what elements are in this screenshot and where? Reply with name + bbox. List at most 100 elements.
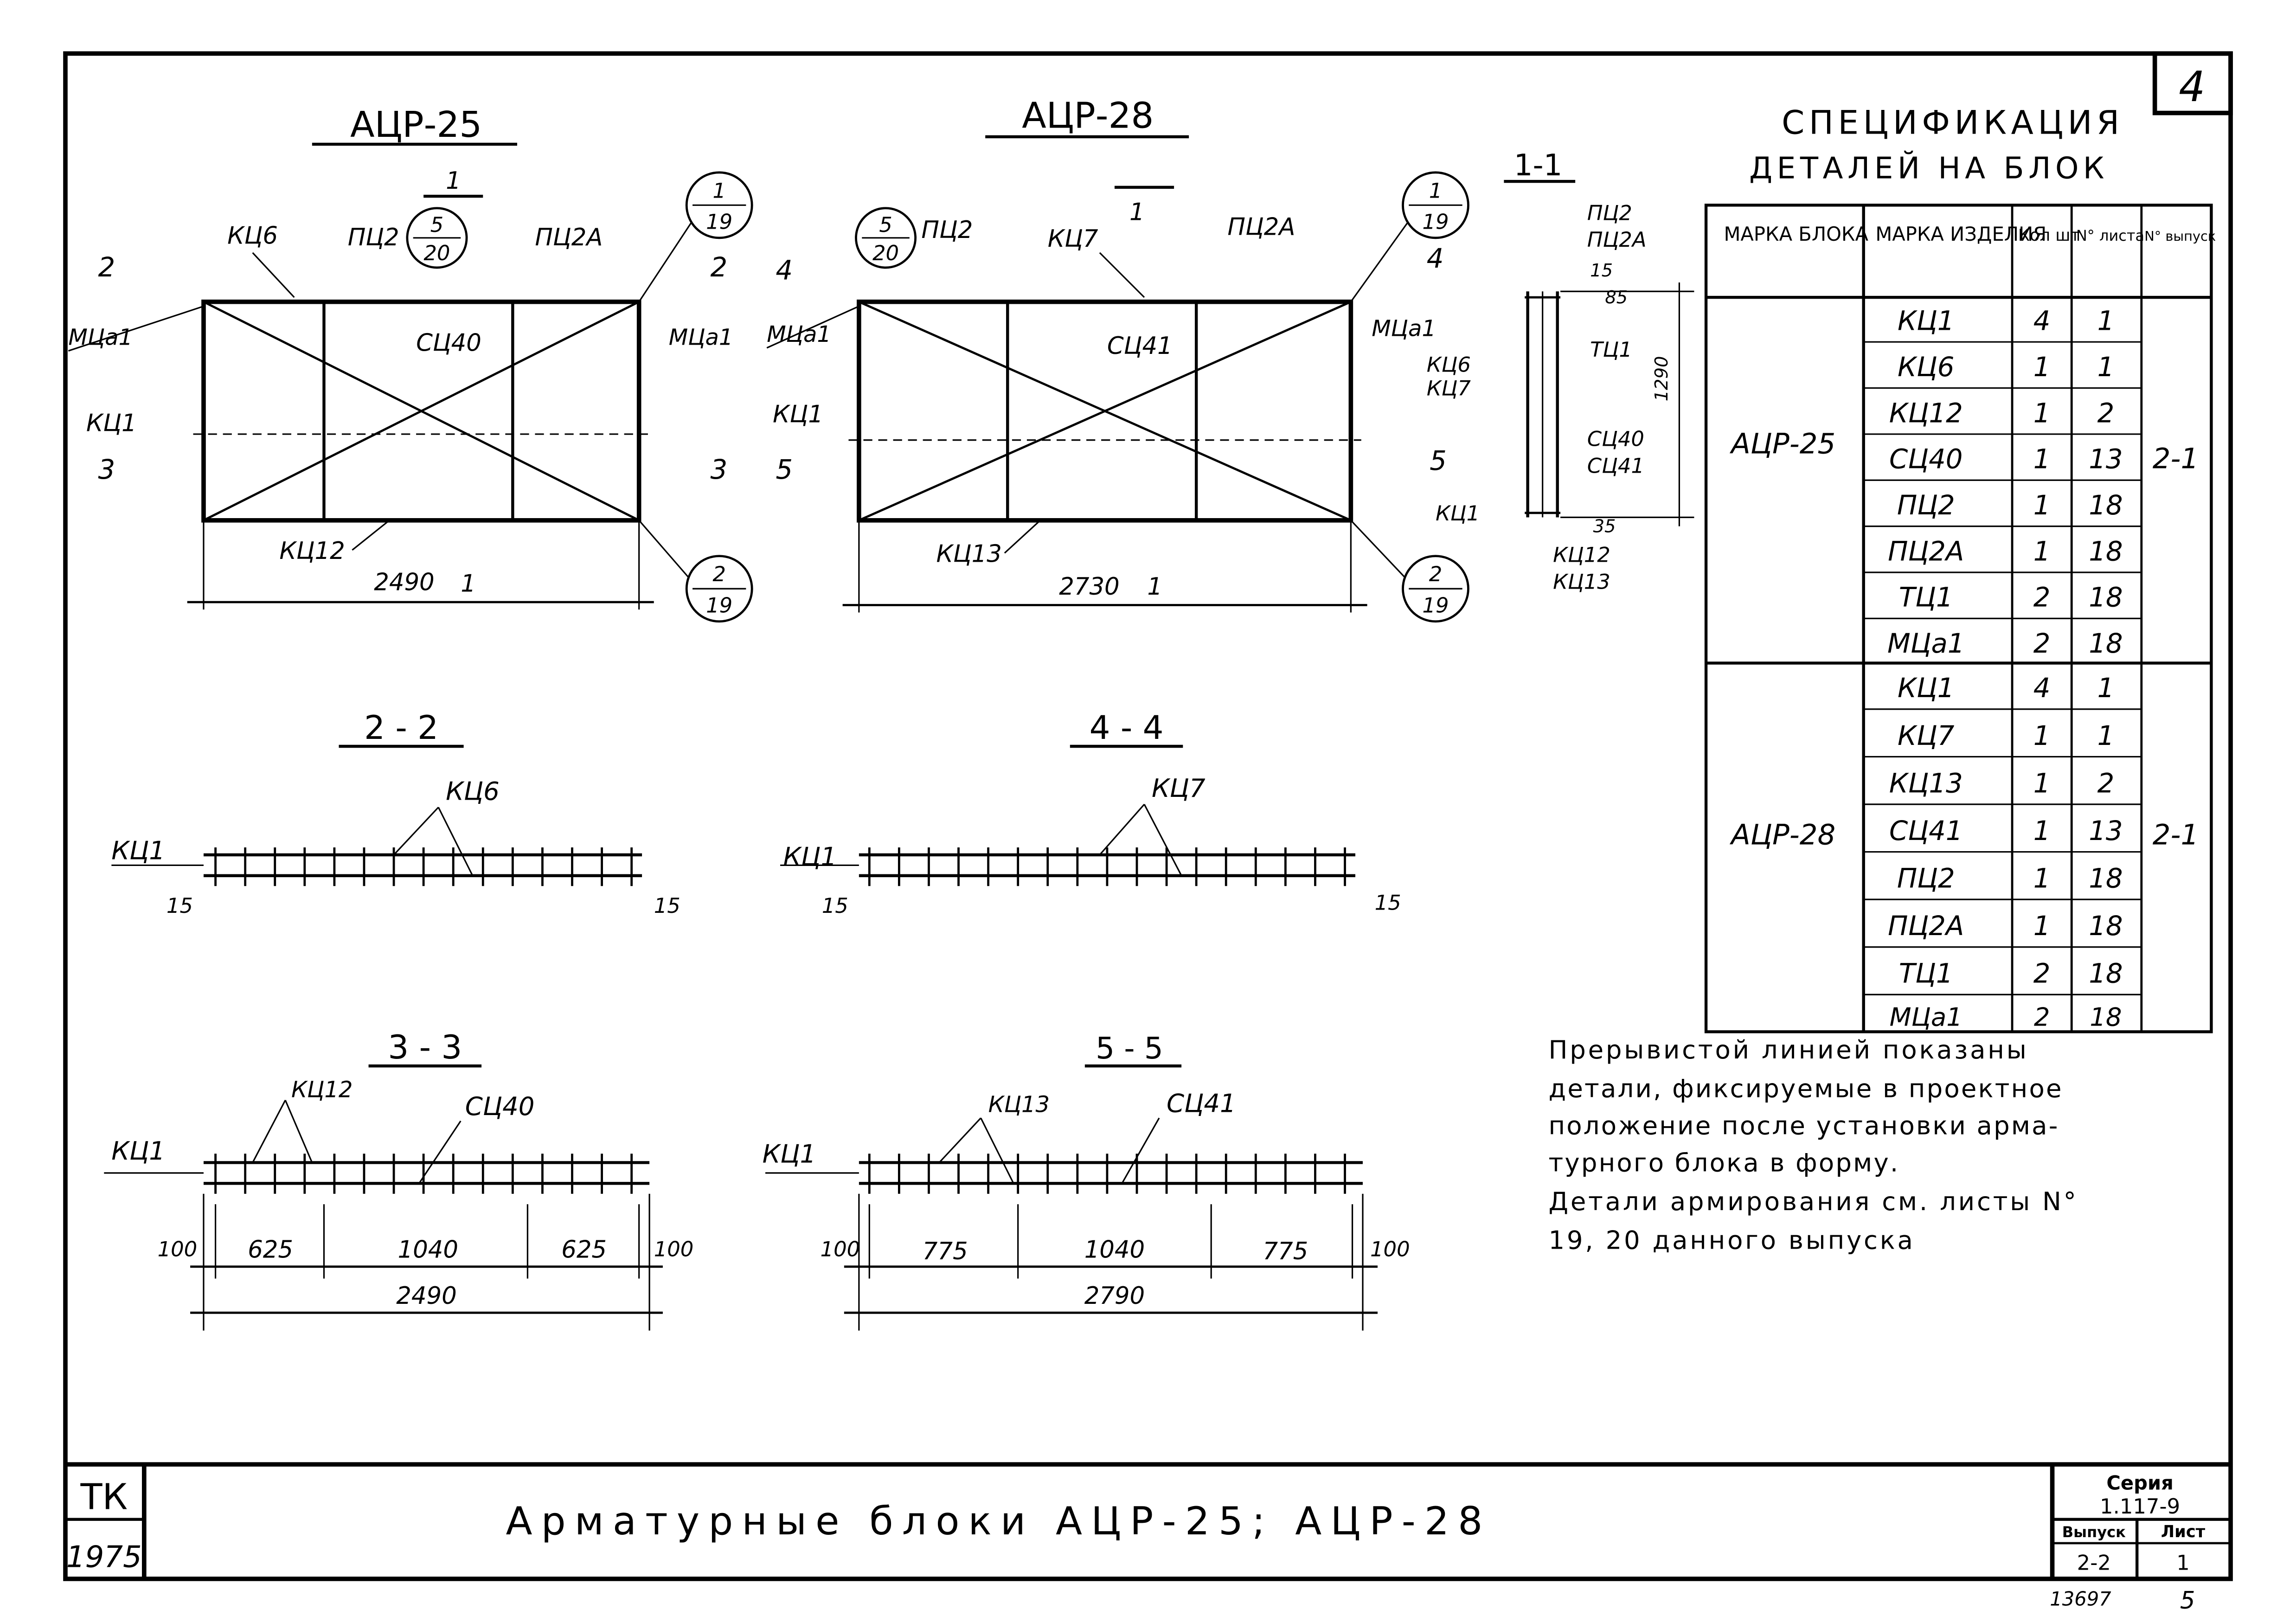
acr28-lbl-sc41: СЦ41: [1107, 332, 1173, 360]
spec-block-acr25: АЦР-25: [1729, 428, 1835, 461]
acr25-sec3-left: 3: [98, 454, 115, 485]
acr25-callout-br-den: 19: [706, 593, 732, 618]
acr28-callout-br-den: 19: [1422, 593, 1449, 618]
spec-rows-acr25: КЦ1 4 1 КЦ6 1 1 КЦ12 1 2 СЦ40 1 13 ПЦ2 1…: [1887, 305, 2123, 660]
spec-qty: 4: [2033, 305, 2051, 337]
acr25-callout-top: [406, 207, 468, 269]
acr28-dim-2730: 2730: [1059, 573, 1119, 601]
acr25-lbl-mca1-left: МЦа1: [68, 325, 133, 351]
sec55-dim-775-left: 775: [923, 1238, 968, 1265]
sec11-lbl-tc1: ТЦ1: [1590, 337, 1632, 362]
acr25-dim-2490: 2490: [374, 568, 434, 596]
sec22-lbl-kc6: КЦ6: [446, 776, 500, 806]
sec11-lbl-kc13: КЦ13: [1553, 569, 1610, 594]
spec-item: МЦа1: [1890, 1002, 1963, 1032]
sec11-lbl-pc2: ПЦ2: [1587, 200, 1632, 225]
spec-title-line2: ДЕТАЛЕЙ НА БЛОК: [1749, 151, 2109, 186]
acr28-callout-right: [1402, 171, 1469, 239]
tb-title: Арматурные блоки АЦР-25; АЦР-28: [506, 1499, 1492, 1544]
acr28-cut-top: 1: [1129, 198, 1145, 226]
spec-title-line1: СПЕЦИФИКАЦИЯ: [1782, 103, 2124, 141]
spec-item: ТЦ1: [1899, 582, 1953, 613]
sec33-dim-1040: 1040: [398, 1236, 458, 1264]
sec11-lbl-sc40: СЦ40: [1587, 427, 1644, 451]
sec33-dim-625-left: 625: [248, 1236, 293, 1264]
acr25-frame: [201, 299, 641, 523]
acr25-callout-br-num: 2: [712, 562, 726, 586]
sheet-number-box: [2152, 51, 2233, 115]
sec33-title: 3 - 3: [388, 1028, 462, 1066]
acr28-lbl-pc2: ПЦ2: [921, 216, 973, 244]
acr28-elevation: АЦР-28 2730 КЦ7 ПЦ2 ПЦ2А 5 20 1 19 2 19 …: [766, 96, 1469, 623]
acr25-callout-right: [685, 171, 753, 239]
spec-item: КЦ1: [1898, 672, 1954, 704]
acr25-cut-bottom: 1: [461, 570, 476, 598]
acr25-lbl-kc1: КЦ1: [86, 409, 137, 437]
acr25-lbl-kc12: КЦ12: [279, 537, 345, 565]
spec-header-sheet: N° листа: [2076, 227, 2144, 244]
spec-sheet: 2: [2097, 767, 2115, 799]
sec11-dim-35: 35: [1593, 516, 1616, 537]
acr28-lbl-pc2a: ПЦ2А: [1227, 213, 1295, 241]
acr28-frame: [857, 299, 1353, 523]
sec44-title: 4 - 4: [1090, 709, 1164, 747]
spec-sheet: 2: [2097, 397, 2115, 429]
acr25-lbl-kc6: КЦ6: [227, 222, 278, 250]
sec11-dim-15: 15: [1590, 260, 1613, 281]
spec-item: КЦ13: [1889, 767, 1963, 799]
spec-sheet: 18: [2090, 1002, 2122, 1032]
sec11-lbl-kc1: КЦ1: [1436, 501, 1480, 526]
sec11-lbl-kc6: КЦ6: [1427, 352, 1471, 377]
tb-sheet-label: Лист: [2161, 1522, 2206, 1541]
acr28-callout-br-num: 2: [1429, 562, 1443, 586]
spec-item: ПЦ2А: [1888, 910, 1964, 942]
sec55-lbl-sc41: СЦ41: [1167, 1088, 1236, 1118]
spec-header-qty: Кол шт: [2018, 226, 2080, 245]
notes: Прерывистой линией показаны детали, фикс…: [1548, 1035, 2076, 1255]
sec33-lbl-kc12: КЦ12: [291, 1077, 353, 1103]
acr28-callout-top-num: 5: [879, 212, 892, 237]
spec-item: СЦ40: [1889, 443, 1963, 475]
spec-qty: 1: [2033, 767, 2051, 799]
sec22-dim-15-left: 15: [167, 893, 193, 918]
tb-year: 1975: [66, 1540, 142, 1574]
spec-item: ТЦ1: [1899, 958, 1953, 989]
spec-item: КЦ6: [1898, 351, 1954, 383]
spec-sheet: 18: [2089, 910, 2123, 942]
spec-sheet: 18: [2089, 582, 2123, 613]
acr25-elevation: АЦР-25 2490 КЦ6 ПЦ2 ПЦ2А 5 20 1 19 2 19 …: [68, 104, 753, 623]
acr28-sec4-left: 4: [776, 255, 793, 286]
spec-item: СЦ41: [1889, 815, 1963, 846]
spec-sheet: 1: [2097, 672, 2115, 704]
acr28-sec5-right: 5: [1430, 445, 1447, 476]
acr25-sec2-right: 2: [710, 251, 727, 283]
sheet-frame: [63, 51, 2233, 1581]
sec22-title: 2 - 2: [364, 709, 438, 747]
spec-sheet: 13: [2089, 815, 2123, 846]
tb-issue-label: Выпуск: [2062, 1523, 2126, 1541]
acr25-callout-top-den: 20: [423, 241, 450, 265]
spec-sheet: 18: [2089, 489, 2123, 521]
spec-issue-acr28: 2-1: [2153, 819, 2199, 852]
spec-item: ПЦ2А: [1888, 535, 1964, 567]
spec-header-block: МАРКА БЛОКА: [1724, 223, 1869, 245]
note-line6: 19, 20 данного выпуска: [1548, 1225, 1915, 1255]
note-line2: детали, фиксируемые в проектное: [1548, 1073, 2063, 1103]
sec55-dim-100-left: 100: [821, 1237, 860, 1261]
spec-sheet: 18: [2089, 628, 2123, 659]
acr25-callout-top-num: 5: [430, 212, 444, 237]
title-block: ТК 1975 Арматурные блоки АЦР-25; АЦР-28 …: [65, 1462, 2231, 1579]
spec-qty: 2: [2034, 1002, 2050, 1032]
sec11-dim-1290: 1290: [1651, 356, 1672, 402]
spec-sheet: 1: [2097, 351, 2115, 383]
acr25-callout-right-den: 19: [706, 210, 732, 234]
acr28-sec4-right: 4: [1427, 243, 1444, 274]
section-3-3: 3 - 3 КЦ12 СЦ40 КЦ1 100 625 1040: [104, 1028, 693, 1331]
acr28-callout-top-den: 20: [872, 241, 899, 265]
tb-org: ТК: [80, 1476, 128, 1518]
spec-block-acr28: АЦР-28: [1729, 819, 1835, 852]
acr28-callout-right-num: 1: [1429, 178, 1443, 203]
section-4-4: 4 - 4 КЦ7 КЦ1 15 15: [780, 709, 1401, 918]
spec-sheet: 1: [2097, 720, 2115, 751]
